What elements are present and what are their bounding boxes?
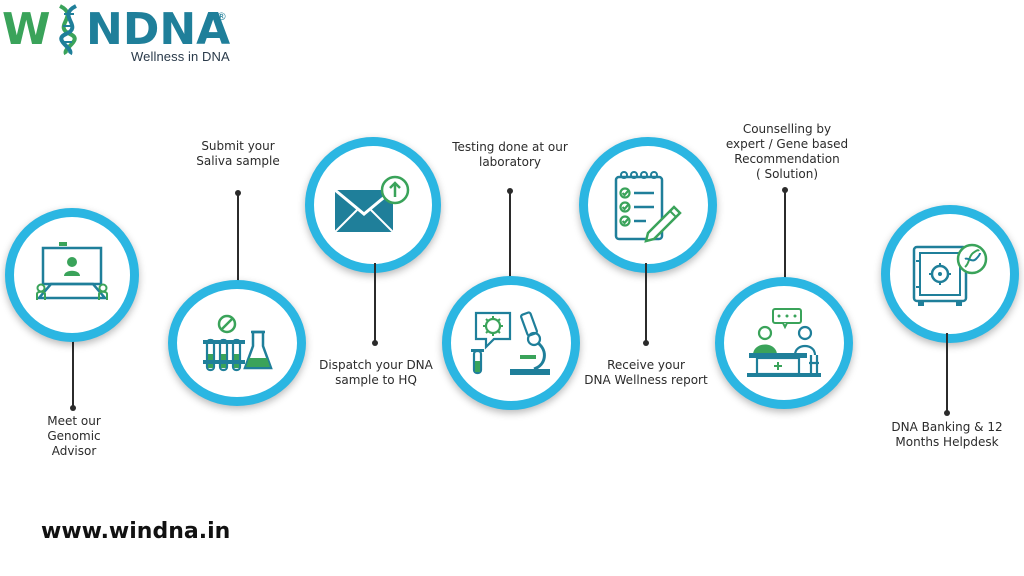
step-circle-banking [881,205,1019,343]
step-label-counselling: Counselling by expert / Gene based Recom… [725,122,849,181]
connector-line-banking [946,333,948,413]
microscope-virus-icon [471,311,550,375]
step-label-saliva: Submit your Saliva sample [196,139,280,168]
website-url[interactable]: www.windna.in [41,519,231,544]
step-label-advisor: Meet our Genomic Advisor [47,414,101,458]
connector-dot-banking [944,410,950,416]
step-label-report: Receive your DNA Wellness report [584,358,708,387]
step-label-testing: Testing done at our laboratory [452,140,568,169]
step-label-dispatch: Dispatch your DNA sample to HQ [319,358,433,387]
step-label-banking: DNA Banking & 12 Months Helpdesk [891,420,1003,449]
connector-line-testing [509,191,511,291]
logo-letters-ndna: NDNA [86,4,230,55]
doctor-consultation-icon [747,308,821,377]
step-circle-report [579,137,717,273]
video-conference-icon [36,242,108,300]
connector-dot-dispatch [372,340,378,346]
checklist-notepad-icon [614,171,682,243]
windna-logo: W NDNA ® Wellness in DNA [0,0,240,70]
connector-line-saliva [237,193,239,293]
connector-line-advisor [72,300,74,408]
connector-line-report [645,263,647,343]
dna-safe-icon [912,243,988,306]
connector-line-dispatch [374,263,376,343]
step-circle-saliva [168,280,306,406]
envelope-upload-icon [334,175,410,233]
connector-dot-advisor [70,405,76,411]
test-tubes-flask-icon [203,314,273,372]
dna-helix-icon [58,4,78,56]
connector-dot-report [643,340,649,346]
step-circle-dispatch [305,137,441,273]
registered-mark: ® [216,10,227,23]
connector-line-counselling [784,190,786,290]
step-circle-counselling [715,277,853,409]
step-circle-advisor [5,208,139,342]
windna-logo-mark: W NDNA ® [2,4,230,56]
logo-tagline: Wellness in DNA [131,49,230,64]
logo-letter-w: W [2,4,51,55]
step-circle-testing [442,276,580,410]
